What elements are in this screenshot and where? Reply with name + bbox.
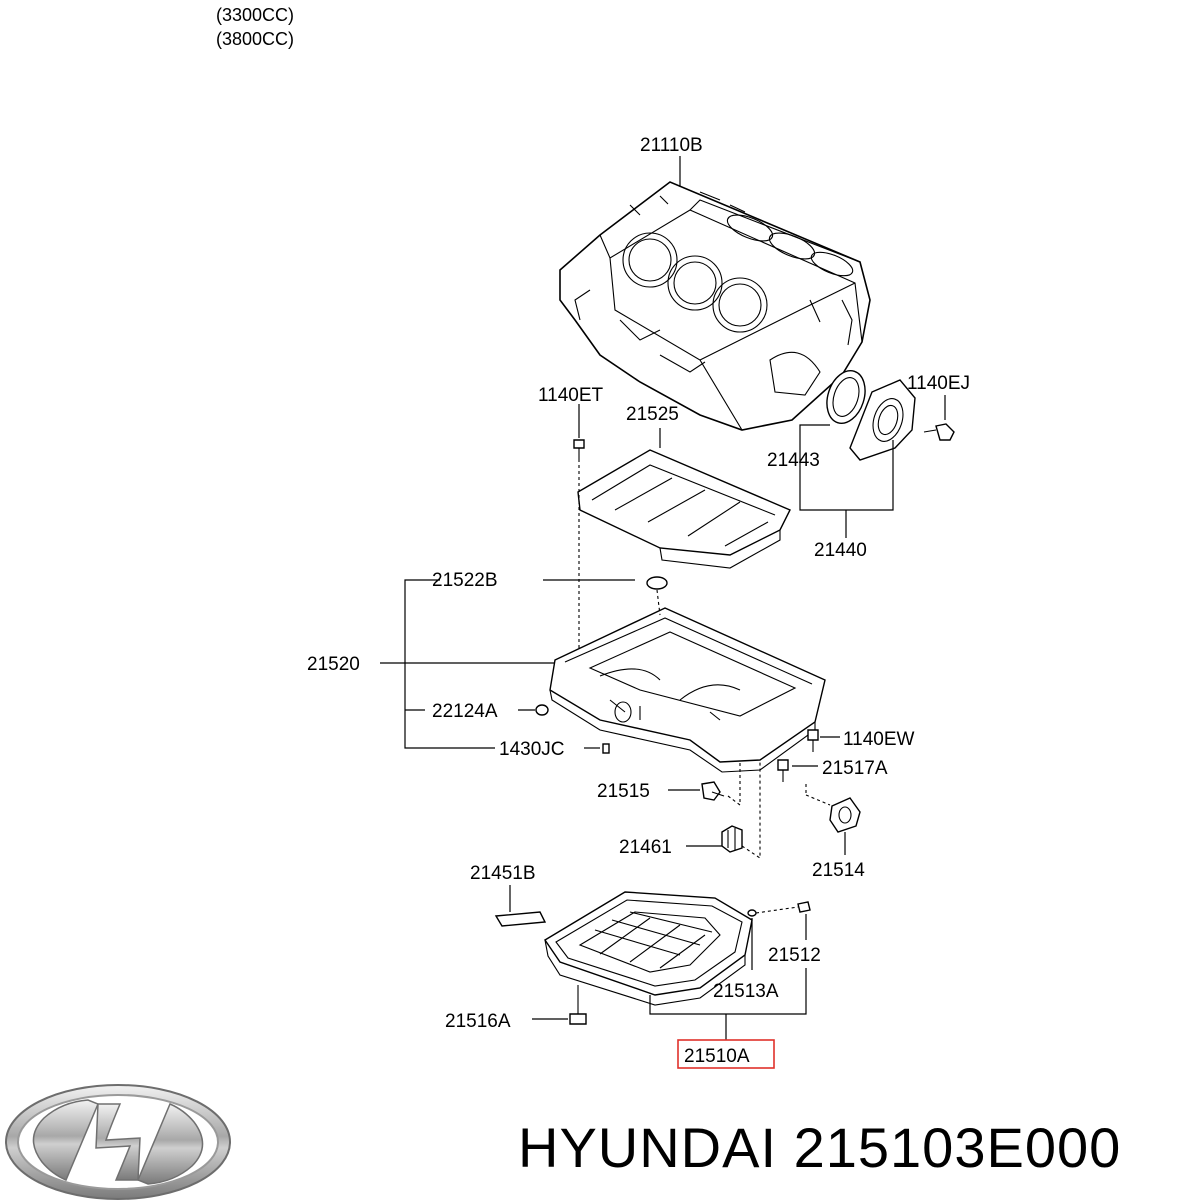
dashline-21514b [805, 794, 831, 806]
part-number: 215103E000 [793, 1116, 1122, 1179]
callout-21513A: 21513A [713, 981, 779, 1002]
callout-21461: 21461 [619, 837, 672, 858]
engine-variant-3800: (3800CC) [216, 29, 294, 49]
seal-retainer-drawing [849, 379, 916, 461]
callout-21525: 21525 [626, 404, 679, 425]
callout-1140ET: 1140ET [538, 385, 604, 406]
callout-21110B: 21110B [640, 135, 703, 156]
dashline-21461 [741, 760, 761, 860]
callout-21516A: 21516A [445, 1011, 511, 1032]
callout-1430JC: 1430JC [499, 739, 565, 760]
callout-21440: 21440 [814, 540, 867, 561]
washer-21513A-drawing [747, 909, 757, 917]
bolt-21515-drawing [701, 781, 725, 801]
bolt-21517A-drawing [777, 759, 789, 782]
upper-oil-pan-drawing [549, 607, 826, 773]
oring-21522B-drawing [646, 576, 668, 590]
dashline-21515 [727, 760, 741, 807]
part-number-caption: HYUNDAI 215103E000 [518, 1108, 1198, 1188]
callout-1140EW: 1140EW [843, 729, 915, 750]
callout-21512: 21512 [768, 945, 821, 966]
highlight-box-21510A [677, 1039, 775, 1069]
gasket-strip-21451B-drawing [494, 911, 547, 927]
callout-22124A: 22124A [432, 701, 498, 722]
bracket-21520 [404, 579, 495, 749]
pin-1430JC-drawing [602, 743, 610, 754]
drain-plug-21512-drawing [797, 901, 811, 913]
cover-21514-drawing [829, 797, 861, 833]
ladder-frame-drawing [577, 449, 791, 569]
bracket-21440 [799, 424, 894, 511]
bolt-1140EW-drawing [807, 729, 819, 752]
callout-21510A: 21510A [684, 1046, 750, 1067]
callout-21517A: 21517A [822, 758, 888, 779]
bracket-21510A [649, 968, 807, 1015]
hyundai-logo-icon [5, 1084, 231, 1200]
bolt-21516A-drawing [569, 985, 587, 1025]
rear-seal-drawing [826, 370, 866, 424]
strainer-21461-drawing [721, 825, 743, 853]
engine-block-drawing [559, 181, 871, 431]
callout-21522B: 21522B [432, 570, 498, 591]
dashline-21512 [755, 906, 799, 914]
callout-1140EJ: 1140EJ [907, 373, 970, 394]
dashline-21522B [656, 589, 661, 616]
plug-22124A-drawing [535, 704, 549, 716]
engine-variant-3300: (3300CC) [216, 5, 294, 25]
bolt-1140ET-drawing [573, 439, 585, 462]
callout-21514: 21514 [812, 860, 865, 881]
lower-oil-pan-drawing [544, 891, 753, 1006]
callout-21515: 21515 [597, 781, 650, 802]
callout-21443: 21443 [767, 450, 820, 471]
callout-21451B: 21451B [470, 863, 536, 884]
brand-name: HYUNDAI [518, 1116, 778, 1179]
callout-21520: 21520 [307, 654, 360, 675]
bolt-1140EJ-drawing [923, 423, 955, 441]
